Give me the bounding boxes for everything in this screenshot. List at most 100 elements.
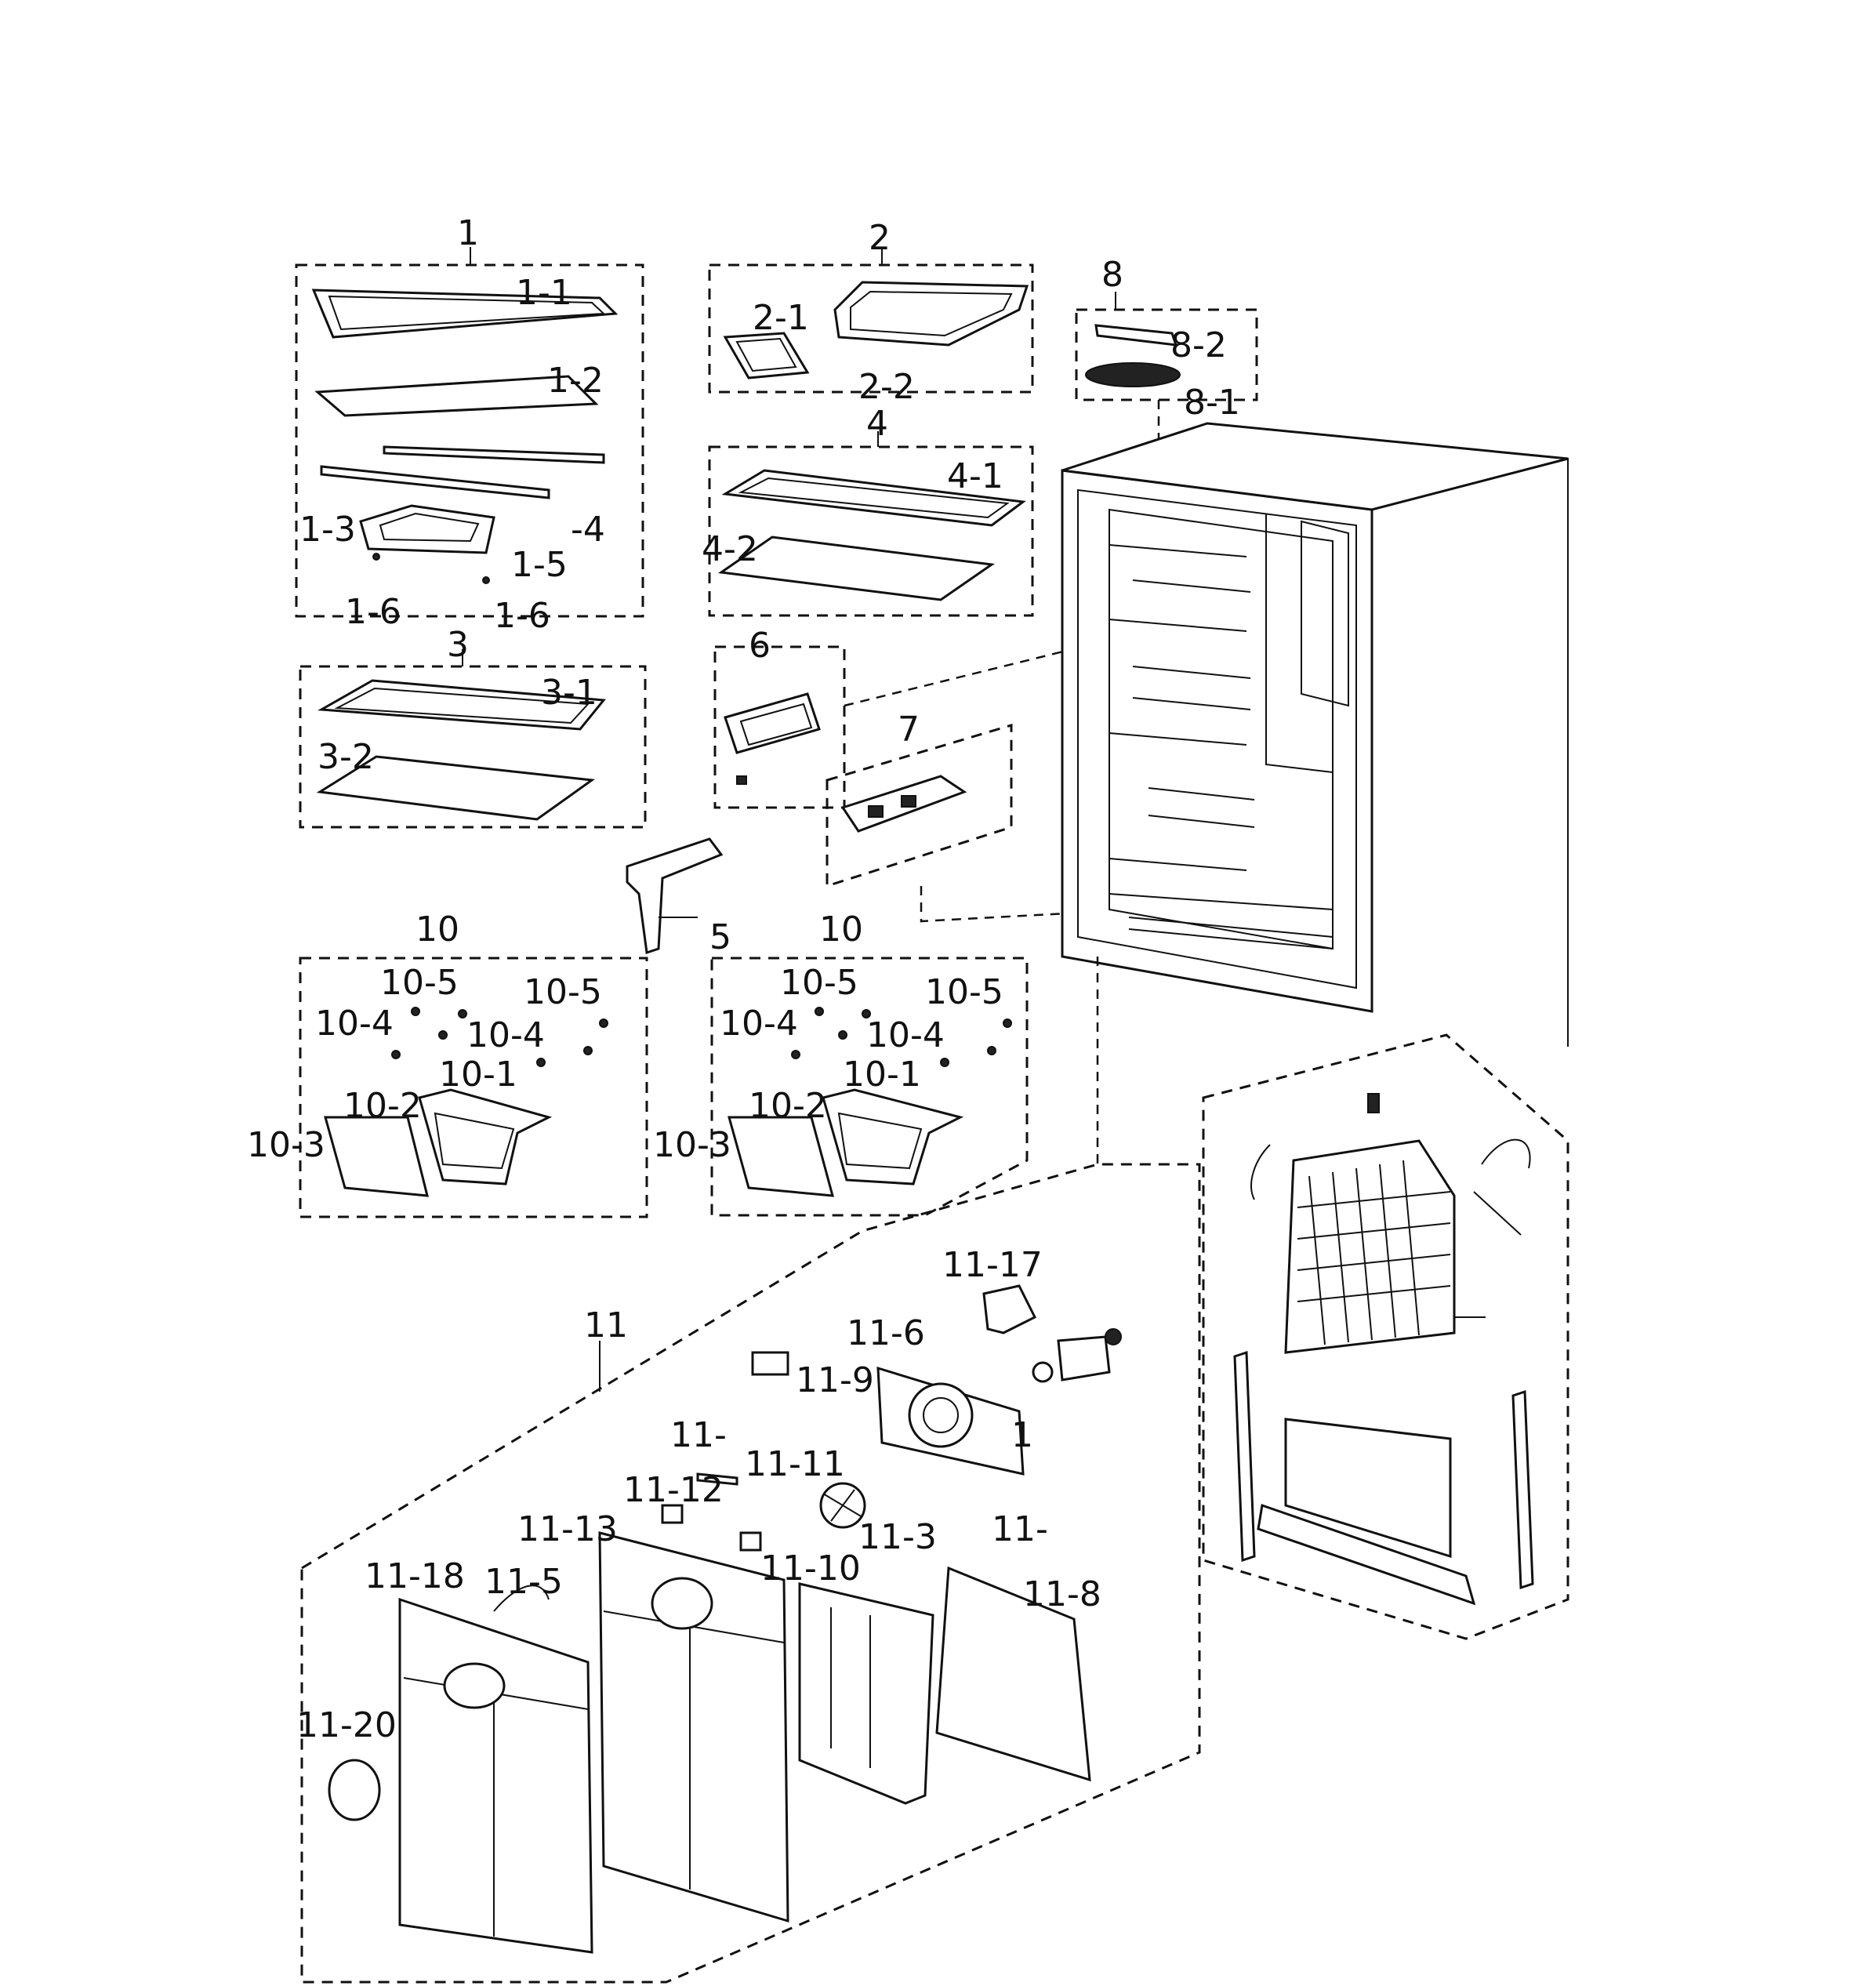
group-10-right-box xyxy=(710,957,1029,1217)
part-11-20-ring xyxy=(328,1759,381,1821)
callout-2-2: 2-2 xyxy=(858,367,915,407)
callout-4-1: 4-1 xyxy=(947,456,1003,496)
part-10-1-bin-right xyxy=(822,1088,964,1185)
part-shelf-rail-back xyxy=(320,465,550,499)
part-10-4-screw-a xyxy=(391,1050,401,1059)
group-7-dashline xyxy=(920,886,1067,923)
callout-3-1: 3-1 xyxy=(541,673,597,713)
drain-trough xyxy=(1257,1504,1476,1606)
part-10-5-clip-b xyxy=(458,1009,467,1018)
callout-1b: 1 xyxy=(1011,1415,1033,1455)
callout-11-9: 11-9 xyxy=(796,1360,874,1400)
part-10-5-clip-f xyxy=(1003,1018,1012,1028)
callout-8-2: 8-2 xyxy=(1170,325,1227,365)
callout-1-3: 1-3 xyxy=(299,510,356,550)
cabinet-side xyxy=(1371,457,1569,1047)
coil-tube-1 xyxy=(1297,1191,1451,1208)
coil-fin-3 xyxy=(1355,1167,1373,1341)
part-1-2-glass xyxy=(314,375,599,417)
part-10-4-screw-d xyxy=(583,1046,593,1055)
part-shelf-rail-front xyxy=(383,445,605,464)
part-10-5-clip-e xyxy=(862,1009,871,1018)
callout-11-y: 11- xyxy=(992,1509,1048,1549)
callout-10-5d: 10-5 xyxy=(925,972,1003,1012)
callout-11-8: 11-8 xyxy=(1023,1574,1101,1614)
group-11-cover-assembly xyxy=(300,1163,1201,1984)
coil-fin-5 xyxy=(1402,1160,1420,1336)
evaporator-box xyxy=(1202,1033,1569,1640)
callout-11-18: 11-18 xyxy=(365,1556,465,1596)
cabinet-floor-1 xyxy=(1128,917,1334,938)
part-10-4-screw-g xyxy=(940,1058,949,1067)
group-8-light xyxy=(1075,292,1258,553)
part-3-1-frame xyxy=(317,679,606,731)
callout-labels: 1 1-1 1-2 1-3 -4 1-5 1-6 1-6 2 2-1 2-2 3… xyxy=(247,213,1240,1745)
evaporator-bracket-left xyxy=(1233,1350,1256,1563)
group-1-shelf-assembly xyxy=(295,247,644,618)
part-10-3-front-right xyxy=(728,1116,835,1197)
part-11-8-panel xyxy=(935,1566,1091,1782)
cabinet xyxy=(1061,422,1569,1164)
part-10-4-screw-c xyxy=(536,1058,546,1067)
shelf-rail-4 xyxy=(1132,666,1251,679)
group-4-box xyxy=(708,445,1034,617)
part-11-6-fan-hub xyxy=(923,1397,959,1433)
group-10-left-crisper xyxy=(299,957,648,1218)
callout-8: 8 xyxy=(1101,255,1123,295)
part-11-11-rod xyxy=(696,1472,738,1486)
coil-fin-1 xyxy=(1308,1175,1326,1345)
part-11-18-front-cover xyxy=(398,1597,593,1954)
group-7-control xyxy=(826,723,1067,923)
callout-10-4d: 10-4 xyxy=(866,1015,945,1055)
cabinet-floor-2 xyxy=(1128,928,1334,949)
part-11-17-cap xyxy=(1105,1328,1122,1345)
coil-tube-4 xyxy=(1297,1285,1451,1302)
group-10-right-crisper xyxy=(710,957,1029,1217)
part-1-6-screw-a xyxy=(372,553,380,561)
callout-11-17: 11-17 xyxy=(942,1245,1043,1285)
part-11-13-inner-cover xyxy=(598,1531,789,1923)
coil-tube-3 xyxy=(1297,1254,1451,1271)
callout-10-2a: 10-2 xyxy=(343,1086,422,1126)
part-2-drawer-body xyxy=(833,281,1029,347)
callout-11-12: 11-12 xyxy=(623,1470,724,1510)
callout-1-1: 1-1 xyxy=(516,273,572,313)
callout-11-6: 11-6 xyxy=(847,1313,925,1353)
cabinet-floor-front xyxy=(1109,893,1334,910)
shelf-rail-1 xyxy=(1109,544,1247,557)
part-2-1-inner xyxy=(735,337,797,372)
callout-6: 6 xyxy=(749,626,771,666)
part-10-3-front-left xyxy=(324,1116,429,1197)
group-2-box xyxy=(708,263,1034,394)
part-10-1-bin-inner-left xyxy=(434,1112,515,1170)
callout-10-4b: 10-4 xyxy=(466,1015,545,1055)
callout-10-3b: 10-3 xyxy=(653,1125,731,1165)
callout-10-2b: 10-2 xyxy=(749,1086,827,1126)
callout-11-13: 11-13 xyxy=(517,1509,618,1549)
part-4-1-inner xyxy=(738,477,1010,519)
part-4-2-glass xyxy=(717,536,996,601)
part-11-17-housing xyxy=(1057,1335,1111,1381)
callout-5: 5 xyxy=(709,917,731,957)
part-10-4-screw-f xyxy=(838,1030,847,1040)
part-6-clip xyxy=(736,775,747,785)
part-11-17-motor xyxy=(982,1284,1037,1334)
evaporator-coil xyxy=(1284,1139,1456,1354)
part-11-12-block xyxy=(661,1504,684,1524)
part-3-2-glass xyxy=(316,755,596,821)
part-2-1-drawer-front xyxy=(723,332,810,379)
cabinet-inner-frame xyxy=(1077,488,1357,989)
callout-2-1: 2-1 xyxy=(753,298,809,338)
coil-fin-2 xyxy=(1332,1171,1349,1343)
callout-10-1b: 10-1 xyxy=(843,1055,921,1095)
part-6-inner xyxy=(739,703,813,746)
evaporator-group xyxy=(1202,1033,1569,1640)
part-11-18-vent xyxy=(443,1662,506,1709)
evaporator-bracket-right xyxy=(1511,1389,1534,1590)
callout-10-5c: 10-5 xyxy=(780,963,858,1003)
part-8-2-light-cover xyxy=(1094,324,1178,347)
callout-10a: 10 xyxy=(415,909,459,949)
callout-7: 7 xyxy=(898,710,920,750)
